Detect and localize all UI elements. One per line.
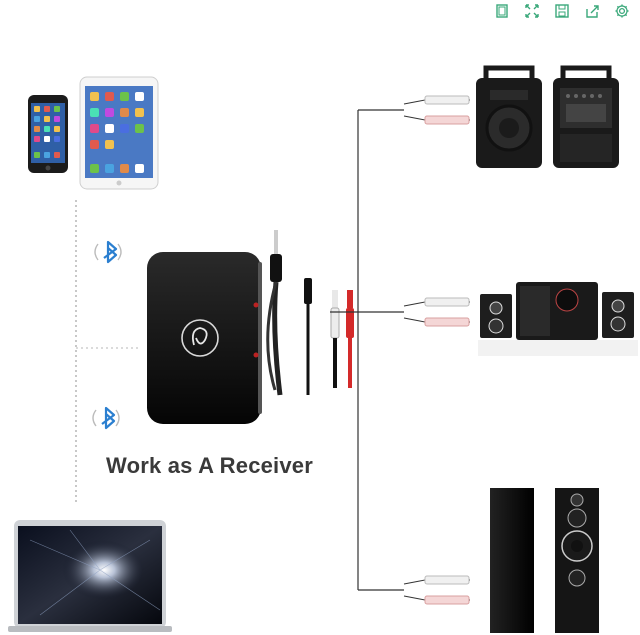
share-icon bbox=[586, 5, 599, 18]
share-button[interactable] bbox=[580, 0, 604, 22]
frame-button[interactable] bbox=[490, 0, 514, 22]
image-toolbar bbox=[484, 0, 640, 24]
frame-icon bbox=[496, 4, 508, 18]
pa-speaker-image bbox=[476, 65, 619, 168]
tower-speaker-image bbox=[490, 488, 599, 633]
mode-caption: Work as A Receiver bbox=[106, 453, 314, 478]
fullscreen-icon bbox=[525, 4, 539, 18]
bluetooth-icon bbox=[92, 406, 120, 430]
smartphone-image bbox=[28, 95, 68, 173]
aux-cable bbox=[266, 230, 283, 396]
laptop-image bbox=[8, 520, 172, 632]
desktop-speaker-system-image bbox=[478, 282, 638, 356]
settings-button[interactable] bbox=[610, 0, 634, 22]
fullscreen-button[interactable] bbox=[520, 0, 544, 22]
rca-cables bbox=[304, 278, 354, 395]
rca-plug-pair-bottom bbox=[403, 575, 470, 605]
bluetooth-receiver-device bbox=[147, 252, 262, 424]
rca-plug-pair-middle bbox=[403, 297, 470, 327]
rca-plug-pair-top bbox=[403, 95, 470, 125]
tablet-image bbox=[79, 76, 159, 190]
bluetooth-icon bbox=[94, 240, 122, 264]
settings-icon bbox=[615, 4, 629, 18]
bluetooth-link-guide bbox=[75, 200, 140, 505]
save-icon bbox=[555, 4, 569, 18]
output-wiring bbox=[330, 109, 404, 591]
save-button[interactable] bbox=[550, 0, 574, 22]
